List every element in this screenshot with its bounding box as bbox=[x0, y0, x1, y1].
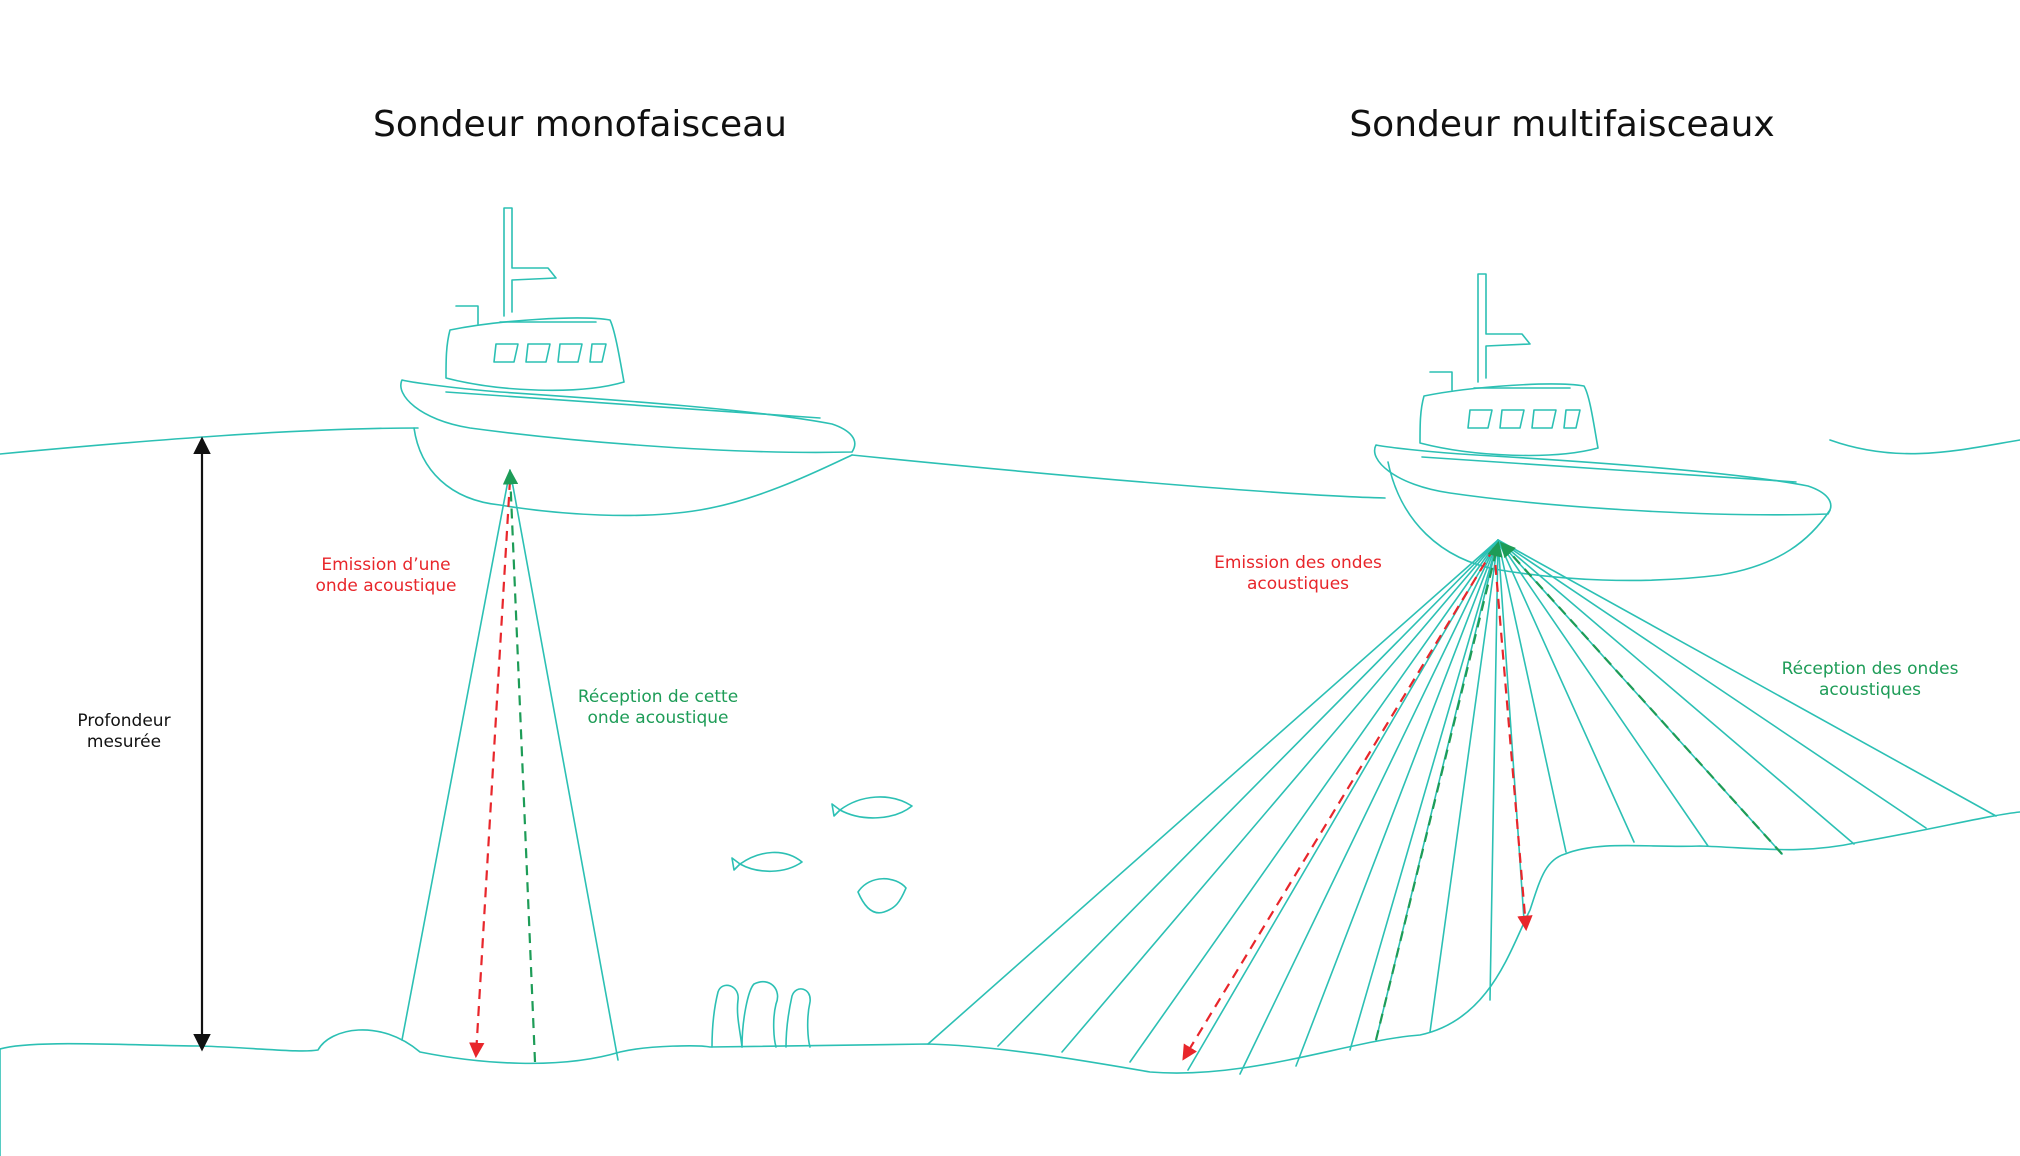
fish-icon bbox=[731, 851, 803, 873]
multi-emission-arrow-left bbox=[1182, 547, 1495, 1061]
depth-label-line1: Profondeur bbox=[77, 711, 170, 731]
single-reception-label-line2: onde acoustique bbox=[587, 708, 728, 728]
title-single-beam: Sondeur monofaisceau bbox=[373, 104, 787, 145]
single-emission-label-line1: Emission d’une bbox=[321, 555, 450, 575]
multi-reception-arrow-center bbox=[1374, 541, 1503, 1041]
seabed-rocks bbox=[711, 980, 811, 1048]
water-surface bbox=[0, 427, 2020, 499]
multi-emission-label-line2: acoustiques bbox=[1247, 574, 1349, 594]
fish-group bbox=[731, 796, 913, 914]
multi-reception-arrow-right bbox=[1499, 541, 1783, 855]
single-emission-arrow bbox=[469, 479, 512, 1059]
seabed bbox=[0, 811, 2020, 1074]
multi-reception-label-line2: acoustiques bbox=[1819, 680, 1921, 700]
multi-beam-fan bbox=[927, 539, 1997, 1075]
single-reception-label-line1: Réception de cette bbox=[578, 687, 738, 707]
title-multi-beam: Sondeur multifaisceaux bbox=[1349, 104, 1774, 145]
single-reception-arrow bbox=[502, 468, 537, 1063]
multi-emission-label-line1: Emission des ondes bbox=[1214, 553, 1382, 573]
multi-emission-arrow-right bbox=[1492, 547, 1533, 932]
single-emission-label-line2: onde acoustique bbox=[315, 576, 456, 596]
depth-label-line2: mesurée bbox=[87, 732, 161, 752]
multi-reception-label-line1: Réception des ondes bbox=[1782, 659, 1959, 679]
boat-multi-beam bbox=[1373, 273, 1832, 582]
boat-single-beam bbox=[400, 207, 856, 517]
fish-icon bbox=[831, 796, 913, 819]
fish-icon bbox=[857, 877, 907, 914]
